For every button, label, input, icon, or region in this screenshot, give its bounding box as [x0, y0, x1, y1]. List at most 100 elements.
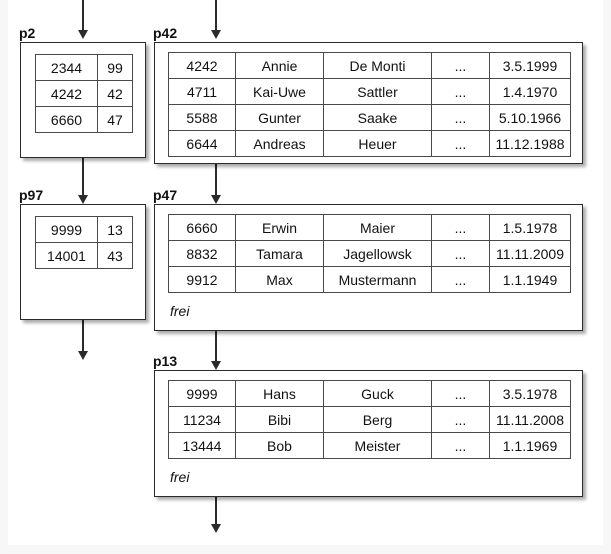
cell-key: 6660 — [35, 106, 98, 133]
cell-id: 5588 — [168, 104, 236, 131]
cell-firstname: Bibi — [235, 406, 324, 433]
cell-firstname: Andreas — [235, 130, 324, 157]
arrow-shaft — [82, 318, 84, 356]
page-table-p47: 6660 Erwin Maier ... 1.5.1978 8832 Tamar… — [168, 214, 571, 293]
cell-lastname: De Monti — [323, 52, 432, 79]
table-row: 9999 13 — [35, 216, 133, 243]
free-space-label-p47: frei — [170, 303, 190, 319]
cell-date: 1.1.1949 — [489, 266, 571, 293]
cell-date: 1.1.1969 — [489, 432, 571, 459]
cell-more: ... — [431, 52, 490, 79]
cell-lastname: Maier — [323, 214, 432, 241]
table-row: 5588 Gunter Saake ... 5.10.1966 — [168, 104, 571, 131]
cell-lastname: Meister — [323, 432, 432, 459]
cell-more: ... — [431, 78, 490, 105]
cell-pointer: 99 — [97, 54, 133, 81]
arrow-shaft — [215, 477, 217, 529]
page-label-p47: p47 — [153, 187, 178, 203]
cell-id: 4242 — [168, 52, 236, 79]
cell-key: 4242 — [35, 80, 98, 107]
cell-lastname: Berg — [323, 406, 432, 433]
arrow-shaft — [215, 163, 217, 198]
diagram-canvas: p2 2344 99 4242 42 6660 47 p97 9999 13 — [8, 0, 603, 545]
arrow-head — [77, 351, 88, 360]
table-row: 6660 47 — [35, 106, 133, 133]
cell-more: ... — [431, 240, 490, 267]
arrow-head — [77, 195, 88, 204]
cell-date: 5.10.1966 — [489, 104, 571, 131]
cell-firstname: Max — [235, 266, 324, 293]
cell-lastname: Jagellowsk — [323, 240, 432, 267]
table-row: 6644 Andreas Heuer ... 11.12.1988 — [168, 130, 571, 157]
cell-pointer: 42 — [97, 80, 133, 107]
page-table-p2: 2344 99 4242 42 6660 47 — [35, 54, 133, 133]
cell-lastname: Mustermann — [323, 266, 432, 293]
cell-more: ... — [431, 380, 490, 407]
cell-date: 11.12.1988 — [489, 130, 571, 157]
cell-date: 1.4.1970 — [489, 78, 571, 105]
cell-id: 8832 — [168, 240, 236, 267]
page-table-p42: 4242 Annie De Monti ... 3.5.1999 4711 Ka… — [168, 52, 571, 157]
page-label-p97: p97 — [19, 187, 44, 203]
table-row: 11234 Bibi Berg ... 11.11.2008 — [168, 406, 571, 433]
cell-date: 1.5.1978 — [489, 214, 571, 241]
table-row: 4242 42 — [35, 80, 133, 107]
cell-more: ... — [431, 214, 490, 241]
cell-more: ... — [431, 104, 490, 131]
arrow-head — [210, 195, 221, 204]
cell-id: 4711 — [168, 78, 236, 105]
page-table-p97: 9999 13 14001 43 — [35, 216, 133, 269]
page-table-p13: 9999 Hans Guck ... 3.5.1978 11234 Bibi B… — [168, 380, 571, 459]
table-row: 8832 Tamara Jagellowsk ... 11.11.2009 — [168, 240, 571, 267]
page-label-p2: p2 — [19, 25, 36, 41]
cell-key: 14001 — [35, 242, 98, 269]
arrow-shaft — [215, 329, 217, 365]
table-row: 4711 Kai-Uwe Sattler ... 1.4.1970 — [168, 78, 571, 105]
arrow-head — [210, 361, 221, 370]
cell-pointer: 47 — [97, 106, 133, 133]
cell-lastname: Heuer — [323, 130, 432, 157]
cell-id: 11234 — [168, 406, 236, 433]
cell-firstname: Hans — [235, 380, 324, 407]
arrow-shaft — [215, 0, 217, 32]
cell-date: 3.5.1978 — [489, 380, 571, 407]
page-label-p13: p13 — [153, 353, 178, 369]
cell-id: 9999 — [168, 380, 236, 407]
cell-more: ... — [431, 130, 490, 157]
cell-more: ... — [431, 266, 490, 293]
cell-id: 6644 — [168, 130, 236, 157]
page-label-p42: p42 — [153, 25, 178, 41]
table-row: 9999 Hans Guck ... 3.5.1978 — [168, 380, 571, 407]
cell-date: 11.11.2008 — [489, 406, 571, 433]
arrow-head — [77, 30, 88, 39]
cell-key: 2344 — [35, 54, 98, 81]
table-row: 2344 99 — [35, 54, 133, 81]
cell-more: ... — [431, 406, 490, 433]
cell-firstname: Annie — [235, 52, 324, 79]
cell-firstname: Gunter — [235, 104, 324, 131]
cell-id: 9912 — [168, 266, 236, 293]
arrow-shaft — [82, 156, 84, 198]
table-row: 4242 Annie De Monti ... 3.5.1999 — [168, 52, 571, 79]
table-row: 9912 Max Mustermann ... 1.1.1949 — [168, 266, 571, 293]
cell-firstname: Bob — [235, 432, 324, 459]
cell-id: 13444 — [168, 432, 236, 459]
cell-id: 6660 — [168, 214, 236, 241]
cell-date: 11.11.2009 — [489, 240, 571, 267]
cell-pointer: 43 — [97, 242, 133, 269]
arrow-head — [210, 30, 221, 39]
arrow-head — [210, 524, 221, 533]
cell-lastname: Sattler — [323, 78, 432, 105]
cell-key: 9999 — [35, 216, 98, 243]
arrow-shaft — [82, 0, 84, 32]
table-row: 6660 Erwin Maier ... 1.5.1978 — [168, 214, 571, 241]
cell-date: 3.5.1999 — [489, 52, 571, 79]
cell-firstname: Tamara — [235, 240, 324, 267]
cell-firstname: Kai-Uwe — [235, 78, 324, 105]
cell-pointer: 13 — [97, 216, 133, 243]
free-space-label-p13: frei — [170, 469, 190, 485]
table-row: 14001 43 — [35, 242, 133, 269]
cell-more: ... — [431, 432, 490, 459]
cell-lastname: Guck — [323, 380, 432, 407]
cell-firstname: Erwin — [235, 214, 324, 241]
